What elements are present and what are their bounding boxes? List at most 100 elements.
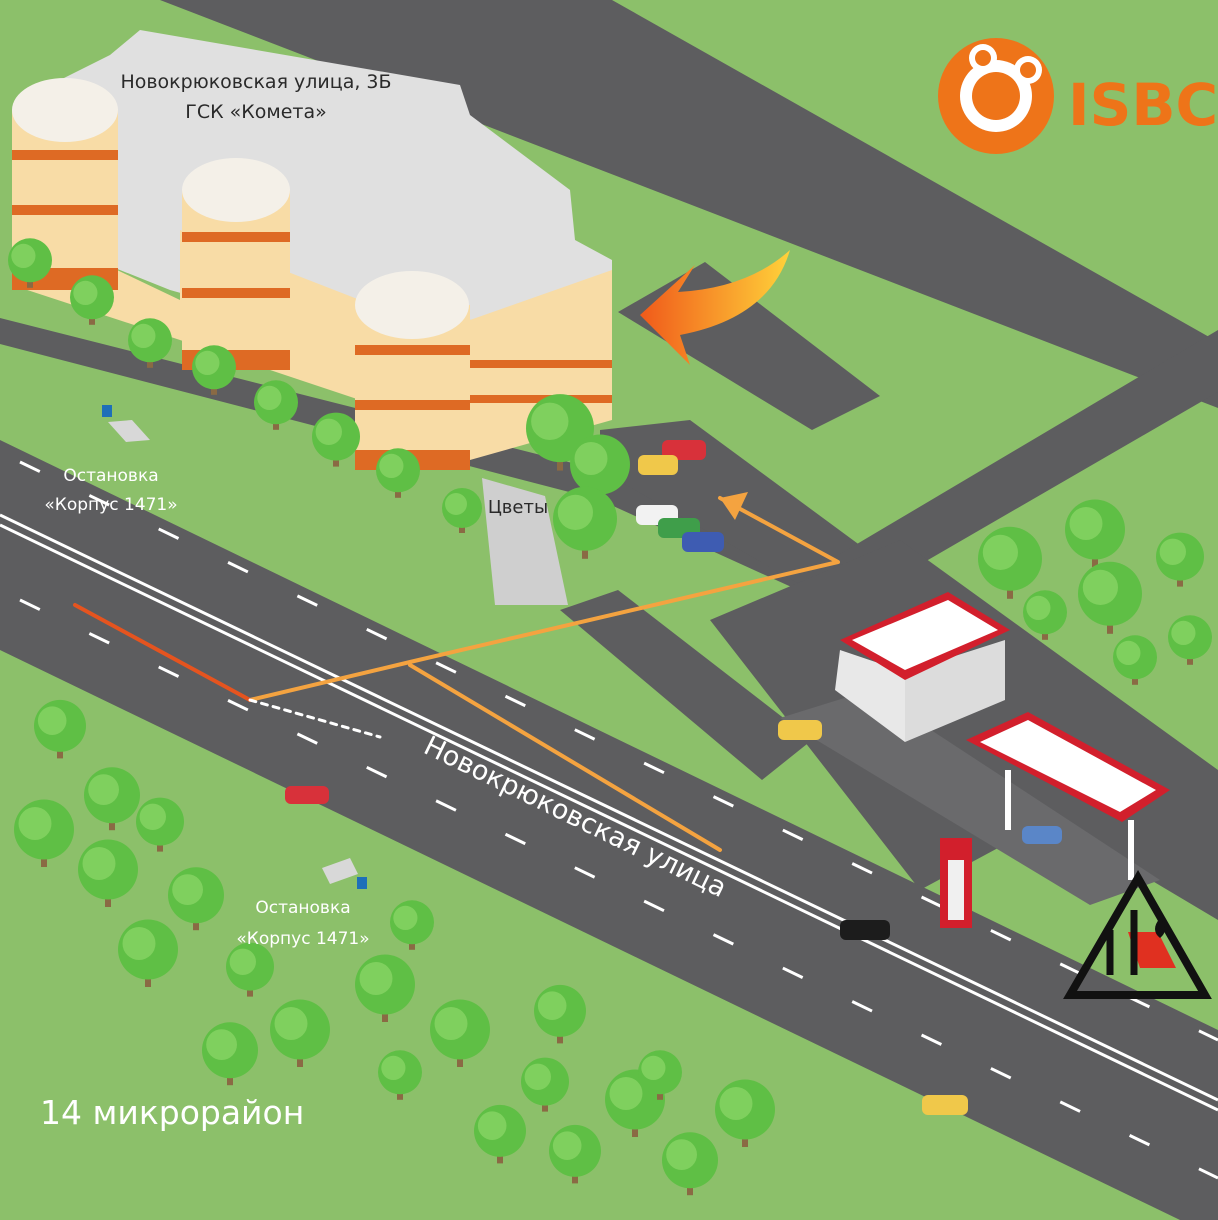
station-forecourt — [780, 690, 1160, 905]
tree — [553, 486, 617, 559]
car-red-highway — [285, 786, 329, 804]
tree — [136, 797, 184, 852]
district-label: 14 микрорайон — [40, 1093, 304, 1132]
tower-right-stripe-1 — [355, 345, 470, 355]
tree — [526, 394, 594, 471]
station-access-road — [710, 540, 1218, 920]
canopy-pillar-1 — [1005, 770, 1011, 830]
crosswalk-route — [248, 698, 382, 739]
car-black-highway — [840, 920, 890, 940]
kiosk-body — [482, 478, 568, 605]
car-yellow-station — [778, 720, 822, 740]
car-blue-station — [1022, 826, 1062, 844]
car-blue-parking — [682, 532, 724, 552]
bus-stop-shelter-2 — [322, 858, 367, 889]
tree — [1078, 561, 1142, 634]
building-address-label: Новокрюковская улица, 3Б — [120, 71, 391, 93]
tree — [521, 1057, 569, 1112]
tree — [8, 238, 52, 288]
tree — [474, 1104, 526, 1164]
tree — [1113, 635, 1157, 685]
service-road — [0, 318, 880, 610]
tree — [390, 900, 434, 950]
isbc-brand-name: ISBC — [1068, 71, 1218, 139]
car-red-parking — [662, 440, 706, 460]
tower-right-roof — [355, 271, 469, 339]
tower-middle-roof — [182, 158, 290, 222]
station-canopy — [980, 720, 1156, 812]
bus-stop-sign-icon — [357, 877, 367, 889]
flower-shop-label: Цветы — [488, 497, 548, 518]
tower-right-stripe-2 — [355, 400, 470, 410]
tree — [312, 412, 360, 467]
tower-middle-stripe-1 — [182, 232, 290, 242]
canopy-pillar-2 — [1128, 820, 1134, 880]
tree — [78, 839, 138, 907]
tree — [715, 1079, 775, 1147]
bus-stop-2-line2: «Корпус 1471» — [236, 929, 369, 949]
highway-median-line — [0, 513, 1218, 1102]
tree — [14, 799, 74, 867]
bus-stop-sign-icon — [102, 405, 112, 417]
tree — [84, 767, 140, 831]
tower-middle-stripe-2 — [182, 288, 290, 298]
bus-stop-1-line1: Остановка — [63, 466, 158, 486]
station-shop-roof — [852, 600, 998, 670]
tower-left-roof — [12, 78, 118, 142]
tree — [662, 1132, 718, 1196]
nm-oil-logo-icon — [1063, 869, 1212, 999]
tree — [202, 1022, 258, 1086]
tree — [118, 919, 178, 987]
station-shop-front — [835, 650, 905, 742]
route-to-building — [248, 496, 840, 702]
tree — [978, 526, 1042, 599]
bus-stop-1-line2: «Корпус 1471» — [44, 495, 177, 515]
tree — [1168, 615, 1212, 665]
car-yellow-parking — [638, 455, 678, 475]
tree — [192, 345, 236, 395]
tree — [534, 984, 586, 1044]
tower-left-stripe-1 — [12, 150, 118, 160]
flower-shop — [482, 478, 568, 605]
tree — [34, 699, 86, 759]
route-arrowhead — [720, 492, 748, 520]
facade-right-stripe-2 — [470, 395, 612, 403]
tree — [270, 999, 330, 1067]
tree — [226, 942, 274, 997]
tree — [168, 867, 224, 931]
isbc-logo: ISBC — [938, 38, 1218, 154]
building-name-label: ГСК «Комета» — [185, 101, 326, 123]
highway-median-line-2 — [0, 523, 1218, 1112]
tree — [128, 318, 172, 368]
tree — [70, 275, 114, 325]
bus-stop-2-line1: Остановка — [255, 898, 350, 918]
tree — [549, 1124, 601, 1184]
building-gsk-kometa — [12, 30, 612, 470]
tree — [355, 954, 415, 1022]
tree — [254, 380, 298, 430]
route-start-segment — [73, 603, 252, 702]
tree — [638, 1050, 682, 1100]
tree — [1156, 532, 1204, 587]
main-highway — [0, 440, 1218, 1220]
isbc-logo-icon — [938, 38, 1054, 154]
entrance-arrow — [640, 250, 790, 365]
tree — [1023, 590, 1067, 640]
tree — [376, 448, 420, 498]
nm-oil-logo — [1063, 869, 1212, 999]
building-roof — [20, 30, 612, 360]
cross-road — [560, 590, 812, 780]
cars — [285, 440, 1062, 1115]
tree — [1065, 499, 1125, 567]
trees — [8, 238, 1212, 1196]
bus-stop-shelter-1 — [102, 405, 150, 442]
walking-route — [73, 492, 840, 852]
tree — [570, 434, 630, 502]
route-branch — [408, 663, 722, 852]
car-yellow-highway — [922, 1095, 968, 1115]
price-pylon-panel — [948, 860, 964, 920]
right-road — [830, 330, 1218, 582]
